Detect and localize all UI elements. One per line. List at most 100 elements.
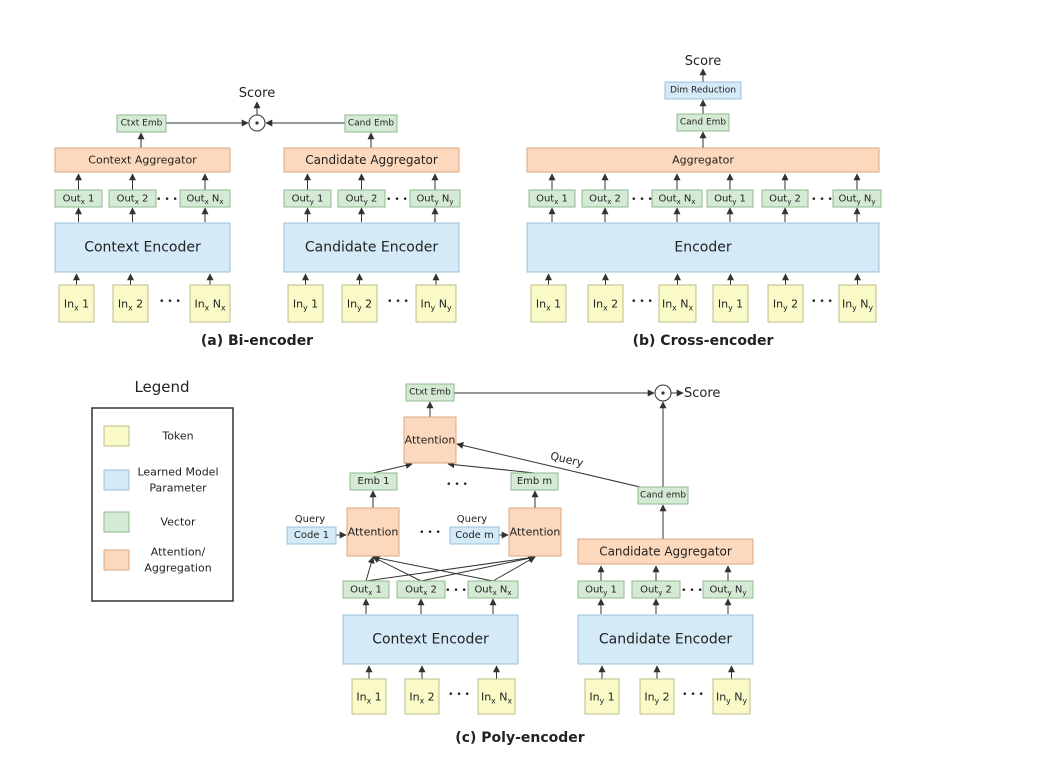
bi-candidate-input: Iny 1 (287, 284, 324, 323)
cross-encoder-block-shape (526, 222, 880, 273)
cross-output-shape (581, 189, 629, 208)
legend-swatch-param (103, 469, 130, 491)
cross-input: Inx 1 (530, 284, 567, 323)
cross-caption: (b) Cross-encoder (633, 333, 774, 349)
cross-input-label: Inx Nx (662, 297, 694, 312)
cross-output-ellipsis-2: • • • (811, 195, 833, 205)
poly-candidate-input: Iny Ny (712, 678, 751, 715)
poly-dot-product-dot (661, 391, 665, 395)
bi-candidate-input: Iny 2 (341, 284, 378, 323)
bi-candidate-input: Iny Ny (415, 284, 457, 323)
bi-context-input-label: Inx 2 (118, 297, 143, 312)
poly-emb-m-to-top-attention-arrow (447, 461, 536, 474)
bi-ctxt-emb-label: Ctxt Emb (121, 119, 163, 129)
poly-code-m-shape (449, 526, 500, 545)
poly-cand-emb-shape (637, 486, 689, 505)
bi-context-input-label: Inx Nx (194, 297, 226, 312)
cross-output-shape (651, 189, 703, 208)
cross-cand-emb-label: Cand Emb (680, 118, 727, 128)
bi-context-input-shape (58, 284, 95, 323)
cross-dim-reduction-label: Dim Reduction (670, 86, 736, 96)
cross-input-label: Iny 1 (718, 297, 743, 312)
poly-output-to-attention-1-edge (372, 554, 494, 582)
poly-code-1: Code 1 (286, 526, 337, 545)
poly-ctxt-emb-label: Ctxt Emb (409, 388, 451, 398)
poly-candidate-output-shape (631, 580, 681, 599)
context-encoder-shape (54, 222, 231, 273)
poly-emb-ellipsis: • • • (446, 480, 468, 490)
cross-output-shape (832, 189, 882, 208)
cross-output-shape (761, 189, 809, 208)
poly-emb-1-shape (349, 472, 398, 491)
cross-output-label: Outy 2 (769, 193, 801, 206)
cross-input: Iny 1 (712, 284, 749, 323)
bi-cand-emb: Cand Emb (344, 114, 398, 133)
cross-output: Outy 1 (706, 189, 754, 208)
poly-context-input: Inx Nx (477, 678, 516, 715)
cross-input-shape (712, 284, 749, 323)
bi-candidate-output-label: Outy 2 (346, 193, 378, 206)
poly-context-input-label: Inx 1 (356, 690, 381, 705)
poly-code-1-label: Code 1 (294, 530, 329, 541)
poly-code-m-label: Code m (455, 530, 494, 541)
cross-output-label: Outy Ny (838, 193, 875, 206)
bi-context-output-shape (54, 189, 103, 208)
cross-input-label: Iny 2 (773, 297, 798, 312)
bi-context-input: Inx 1 (58, 284, 95, 323)
bi-candidate-output-label: Outy 1 (292, 193, 324, 206)
candidate-encoder: Candidate Encoder (283, 222, 460, 273)
cross-output: Outx 1 (528, 189, 576, 208)
poly-dot-product (654, 384, 672, 402)
poly-attention-m-shape (508, 507, 562, 557)
poly-top-attention-label: Attention (405, 434, 456, 447)
poly-attention-ellipsis: • • • (419, 528, 441, 538)
legend-label-token: Token (161, 430, 193, 443)
poly-cand-emb: Cand emb (637, 486, 689, 505)
cross-output-label: Outx 2 (589, 193, 621, 206)
poly-candidate-input-label: Iny 1 (589, 690, 614, 705)
cross-input-ellipsis-1: • • • (631, 297, 653, 307)
bi-context-input-shape (112, 284, 149, 323)
context-aggregator-shape (54, 147, 231, 173)
poly-ctxt-emb-shape (405, 383, 455, 402)
poly-context-input-ellipsis: • • • (448, 690, 470, 700)
cross-encoder-block-label: Encoder (674, 240, 731, 256)
legend-swatch-vector-shape (103, 511, 130, 533)
bi-context-output-label: Outx 2 (117, 193, 149, 206)
poly-emb-1-to-top-attention-arrow (372, 462, 413, 474)
poly-attention-1-shape (346, 507, 400, 557)
bi-candidate-input-shape (341, 284, 378, 323)
poly-context-encoder-shape (342, 614, 519, 665)
legend-label-param: Learned Model (137, 466, 218, 479)
bi-context-output-ellipsis: • • • (156, 195, 178, 205)
cross-output-label: Outx Nx (658, 193, 695, 206)
poly-candidate-output-shape (702, 580, 754, 599)
poly-context-output-ellipsis: • • • (445, 586, 467, 596)
cross-output-ellipsis-1: • • • (631, 195, 653, 205)
poly-context-output-label: Outx 1 (350, 584, 382, 597)
cross-output: Outx 2 (581, 189, 629, 208)
poly-candidate-encoder: Candidate Encoder (577, 614, 754, 665)
poly-cand-emb-label: Cand emb (640, 491, 686, 501)
cross-input-ellipsis-2: • • • (811, 297, 833, 307)
poly-context-input-label: Inx 2 (409, 690, 434, 705)
bi-candidate-input-label: Iny 2 (347, 297, 372, 312)
poly-candidate-aggregator: Candidate Aggregator (577, 538, 754, 565)
legend-label-attention: Attention/ (151, 546, 206, 559)
poly-attention-m: Attention (508, 507, 562, 557)
legend-swatch-vector (103, 511, 130, 533)
bi-cand-emb-label: Cand Emb (348, 119, 395, 129)
poly-candidate-encoder-shape (577, 614, 754, 665)
bi-caption: (a) Bi-encoder (201, 333, 313, 349)
poly-context-input: Inx 2 (404, 678, 440, 715)
cross-input: Inx 2 (587, 284, 624, 323)
legend-swatch-param-shape (103, 469, 130, 491)
bi-candidate-output: Outy 2 (337, 189, 386, 208)
poly-output-to-attention-1-edge (372, 556, 422, 582)
bi-context-output: Outx Nx (179, 189, 231, 208)
cross-input-shape (530, 284, 567, 323)
candidate-encoder-shape (283, 222, 460, 273)
poly-candidate-output-label: Outy 2 (640, 584, 672, 597)
poly-candidate-output-label: Outy Ny (709, 584, 746, 597)
